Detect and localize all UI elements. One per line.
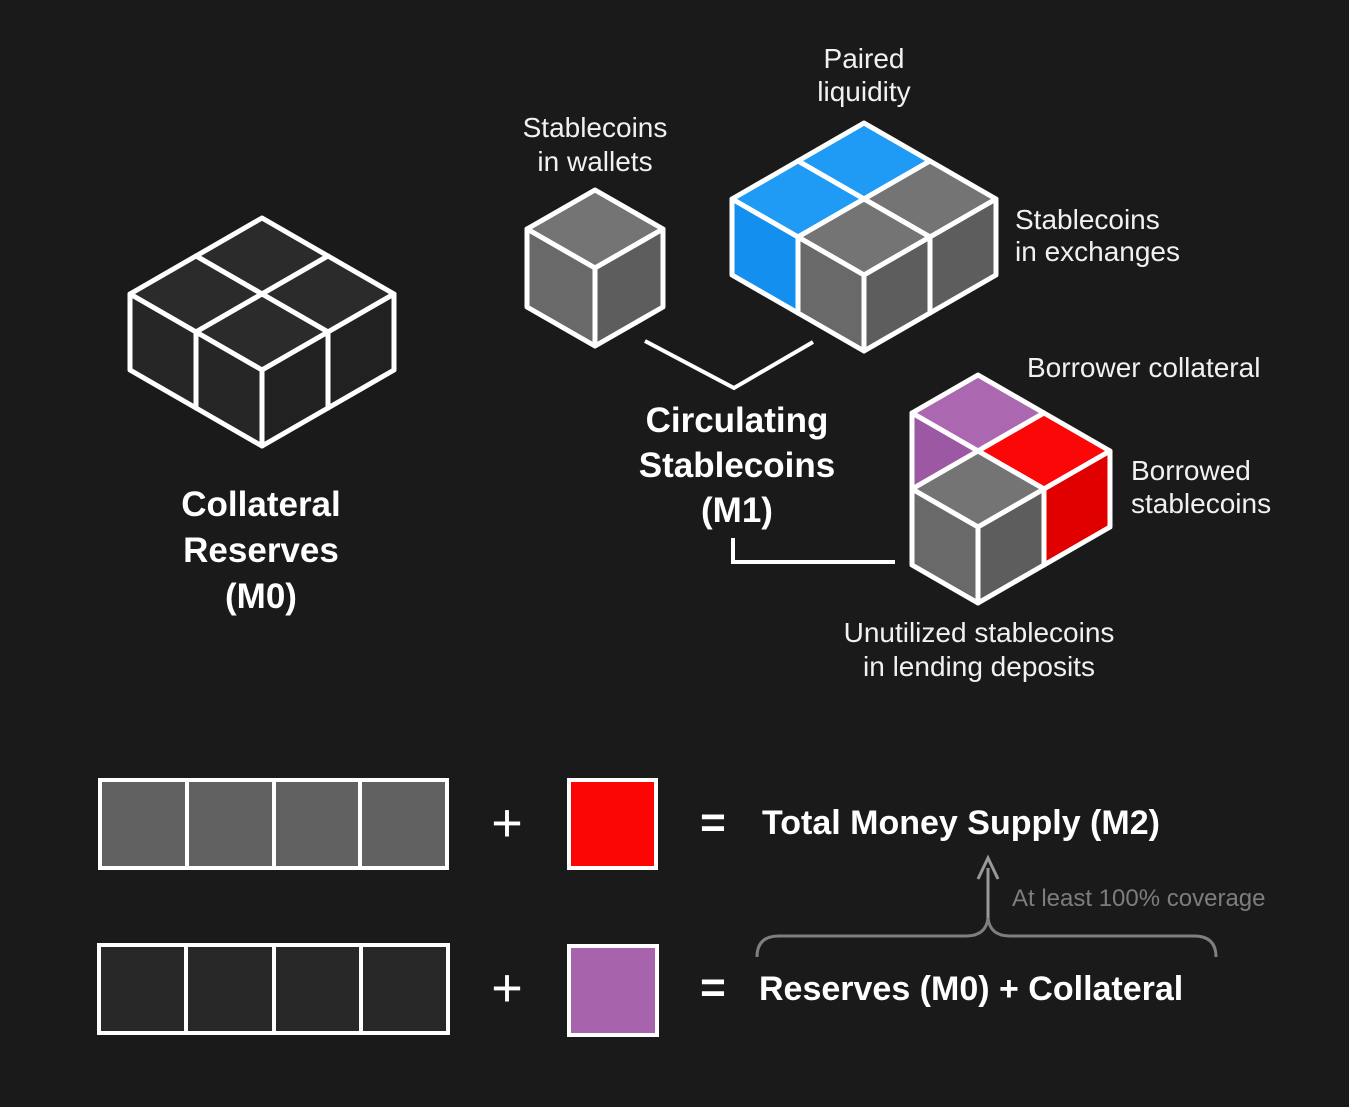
m2-plus-sign: + xyxy=(491,793,523,853)
exchange-cube-front xyxy=(795,196,933,354)
coverage-brace xyxy=(755,917,1218,958)
connector-m1-sources xyxy=(644,339,815,391)
m0-heading: Collateral Reserves (M0) xyxy=(181,485,341,616)
reserve-segment xyxy=(188,782,272,866)
paired-liquidity-label: Paired liquidity xyxy=(817,43,911,107)
m0-cube-front xyxy=(193,291,331,449)
borrowed-unit-square xyxy=(567,778,658,870)
reserve-segment xyxy=(362,947,446,1031)
reserve-segment xyxy=(101,947,185,1031)
borrowed-stablecoins-label: Borrowed stablecoins xyxy=(1131,455,1272,519)
reserve-segment xyxy=(362,782,445,866)
m2-reserve-bar xyxy=(98,778,449,870)
collateral-unit-square xyxy=(567,944,659,1037)
connector-m1-lending xyxy=(731,538,895,564)
unutilized-stablecoins-label: Unutilized stablecoins in lending deposi… xyxy=(843,617,1115,682)
reserve-segment xyxy=(188,947,272,1031)
reserve-segment xyxy=(102,782,185,866)
m0-cube-cluster xyxy=(127,215,397,449)
borrower-collateral-label: Borrower collateral xyxy=(1027,352,1261,383)
unutilized-stablecoins-cube xyxy=(909,448,1047,606)
backing-reserve-bar xyxy=(97,943,450,1035)
m2-result-label: Total Money Supply (M2) xyxy=(762,804,1160,842)
exchanges-label: Stablecoins in exchanges xyxy=(1015,204,1181,267)
up-arrow-icon xyxy=(976,854,1000,918)
backing-result-label: Reserves (M0) + Collateral xyxy=(759,970,1184,1008)
m1-heading: Circulating Stablecoins (M1) xyxy=(638,401,836,530)
wallets-label: Stablecoins in wallets xyxy=(522,112,668,177)
exchanges-cube-cluster xyxy=(729,120,999,354)
coverage-note-label: At least 100% coverage xyxy=(1012,885,1266,912)
m2-equals-sign: = xyxy=(700,798,726,847)
lending-cube-cluster xyxy=(909,372,1113,606)
wallets-cube xyxy=(524,187,666,349)
backing-equals-sign: = xyxy=(700,963,726,1012)
backing-plus-sign: + xyxy=(491,958,523,1018)
reserve-segment xyxy=(275,782,359,866)
reserve-segment xyxy=(275,947,359,1031)
